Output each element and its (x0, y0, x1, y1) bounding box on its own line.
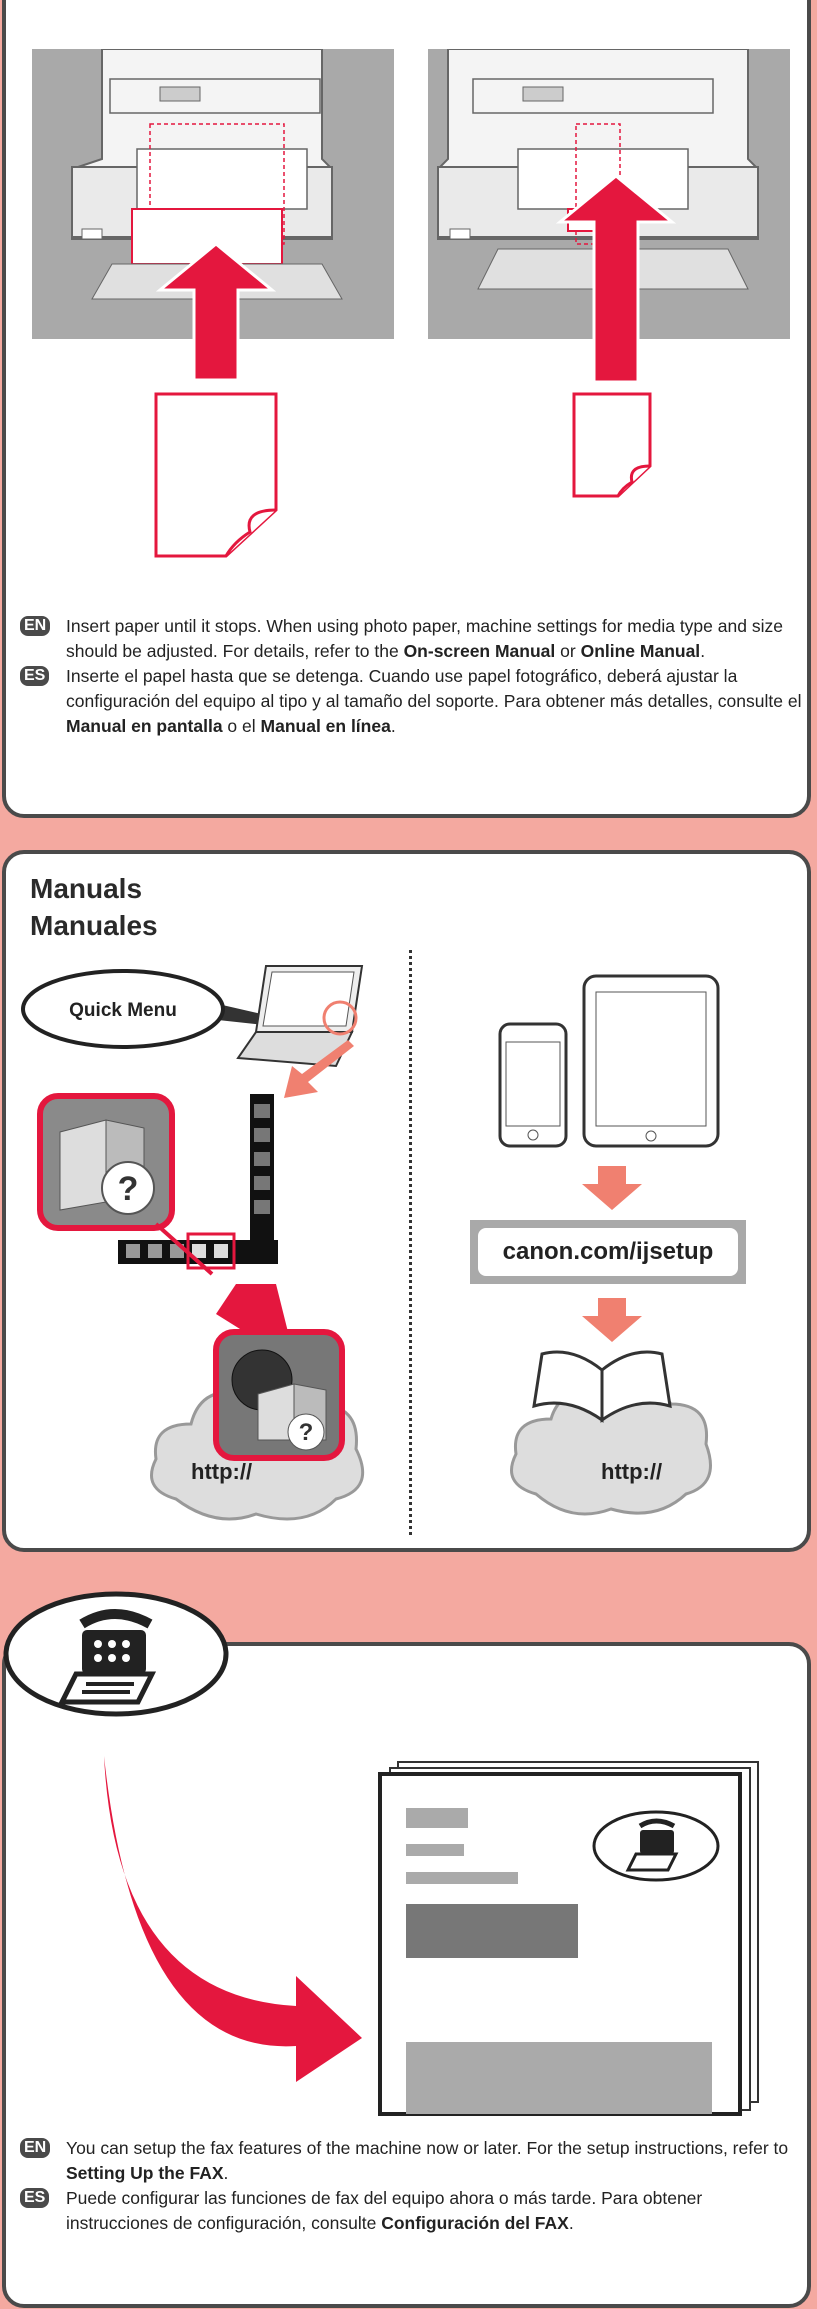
dotted-divider (409, 950, 412, 1535)
fax-instruction-text: EN You can setup the fax features of the… (20, 2136, 806, 2236)
spanish-instruction: ES Puede configurar las funciones de fax… (20, 2186, 806, 2236)
laptop-icon (236, 965, 364, 1068)
manuals-title: Manuals Manuales (30, 873, 158, 941)
printer-illustration-left (32, 49, 394, 339)
instruction-text: EN Insert paper until it stops. When usi… (20, 614, 806, 739)
paper-loading-panel: EN Insert paper until it stops. When usi… (2, 0, 811, 818)
manuals-panel: Manuals Manuales Quick Menu ? (2, 850, 811, 1552)
manual-help-icon: ? (37, 1093, 175, 1231)
svg-text:?: ? (299, 1419, 314, 1446)
http-label-right: http:// (601, 1459, 662, 1484)
insert-arrow-left (156, 242, 276, 382)
http-label-left: http:// (191, 1459, 252, 1484)
pointer-arrow (284, 1040, 354, 1098)
url-box: canon.com/ijsetup (470, 1220, 746, 1284)
language-tag-en: EN (20, 2138, 51, 2158)
url-text[interactable]: canon.com/ijsetup (478, 1228, 738, 1276)
language-tag-es: ES (20, 666, 50, 686)
fax-setup-panel: EN You can setup the fax features of the… (2, 1642, 811, 2308)
paper-sheet-small-icon (572, 392, 652, 498)
spanish-instruction: ES Inserte el papel hasta que se detenga… (20, 664, 806, 739)
language-tag-en: EN (20, 616, 51, 636)
down-arrow-1 (582, 1166, 642, 1210)
tablet-icon (582, 974, 720, 1148)
paper-sheet-large-icon (154, 392, 278, 558)
curved-arrow (104, 1756, 362, 2082)
quick-menu-label: Quick Menu (69, 1000, 177, 1021)
online-manual-icon: ? (213, 1329, 345, 1461)
english-instruction: EN Insert paper until it stops. When usi… (20, 614, 806, 664)
language-tag-es: ES (20, 2188, 50, 2208)
down-arrow-2 (582, 1298, 642, 1342)
smartphone-icon (498, 1022, 568, 1148)
english-instruction: EN You can setup the fax features of the… (20, 2136, 806, 2186)
fax-setup-document (378, 1761, 759, 2116)
fax-icon-badge (3, 1591, 229, 1717)
insert-arrow-right (556, 174, 676, 384)
svg-text:?: ? (118, 1170, 139, 1208)
open-book-icon (532, 1350, 672, 1423)
